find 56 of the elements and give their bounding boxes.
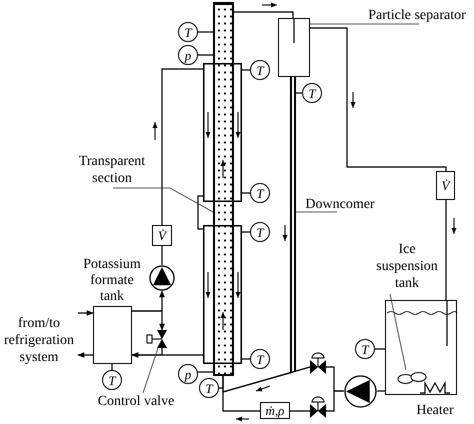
- component-label: Control valve: [90, 393, 182, 410]
- sensor-circle: T: [250, 60, 270, 80]
- pipe-line: [198, 371, 213, 373]
- sensor-circle: T: [250, 183, 270, 203]
- component-label: Particle separator: [362, 6, 472, 24]
- sensor-circle: T: [250, 222, 270, 242]
- ice-tank: [385, 300, 457, 395]
- pipe-line: [77, 352, 93, 358]
- pipe-line: [445, 200, 447, 300]
- pump-symbol: [344, 375, 377, 408]
- pipe-line: [197, 195, 203, 230]
- formate-tank: [93, 306, 132, 364]
- component-label: from/to refrigeration system: [0, 313, 78, 367]
- tank-label: Potassium formate tank: [82, 257, 142, 305]
- valve-symbol: [310, 352, 326, 374]
- sensor-circle: p: [178, 45, 198, 65]
- pipe-line: [219, 376, 224, 389]
- pipe-line: [290, 410, 310, 412]
- flow-meter: V̇: [436, 171, 455, 200]
- sensor-circle: T: [178, 22, 198, 42]
- pipe-line: [198, 31, 213, 33]
- component-label: Heater: [415, 403, 455, 419]
- downcomer-pipe: [290, 77, 296, 372]
- sensor-circle: T: [302, 83, 322, 103]
- pipe-line: [161, 68, 203, 225]
- leader-line: [112, 188, 214, 212]
- pipe-line: [132, 310, 165, 331]
- pipe-line: [198, 54, 213, 56]
- leader-line: [390, 294, 406, 370]
- cooling-jacket: [203, 225, 242, 364]
- component-label: Ice suspension tank: [370, 238, 444, 294]
- cooling-jacket: [203, 63, 242, 202]
- pipe-line: [131, 348, 163, 358]
- valve-symbol: [310, 396, 326, 418]
- pipe-line: [326, 390, 344, 412]
- sensor-circle: T: [102, 370, 122, 390]
- sensor-circle: T: [199, 378, 219, 398]
- separator-vessel: [278, 18, 310, 77]
- pipe-line: [234, 11, 294, 18]
- riser-column: [213, 2, 234, 376]
- pipe-line: [222, 371, 294, 393]
- flow-meter: V̇: [152, 225, 172, 246]
- component-label: Downcomer: [300, 196, 380, 212]
- pump-symbol: [149, 265, 175, 291]
- control-valve-symbol: [146, 330, 170, 348]
- pipe-line: [78, 310, 94, 316]
- component-label: Transparent section: [72, 152, 152, 188]
- leader-line: [142, 348, 158, 394]
- pipe-line: [375, 348, 385, 350]
- sensor-circle: T: [250, 349, 270, 369]
- sensor-circle: p: [178, 364, 198, 384]
- agitator: [397, 371, 427, 385]
- pipe-line: [161, 246, 163, 265]
- mass-flow-meter: ṁ,ρ: [260, 402, 290, 419]
- pipe-line: [310, 27, 447, 171]
- sensor-circle: T: [355, 339, 375, 359]
